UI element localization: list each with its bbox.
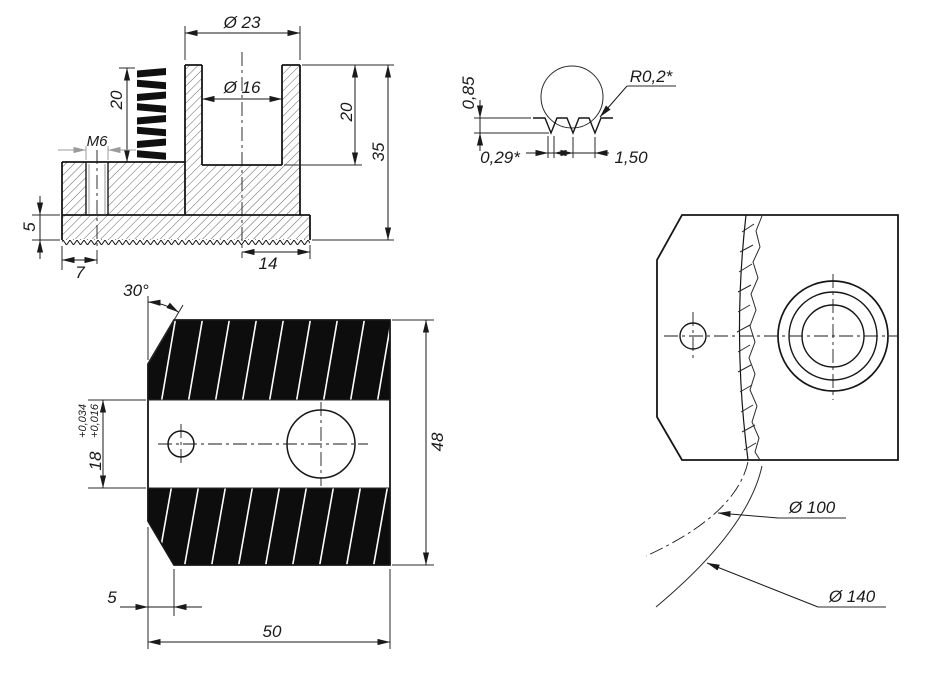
dim-overall-height: 35 bbox=[369, 142, 388, 161]
knurl-spring-section bbox=[137, 68, 166, 160]
dim-knurl-height: 20 bbox=[107, 90, 126, 110]
section-hatch-base bbox=[62, 215, 310, 239]
dim-tooth-height: 0,85 bbox=[459, 76, 478, 110]
dim-dia23: Ø 23 bbox=[223, 13, 261, 32]
side-view-outline bbox=[656, 214, 899, 461]
dim-tol-upper: +0,034 bbox=[77, 404, 89, 438]
dim-tol-lower: +0,016 bbox=[89, 403, 101, 438]
dim-chamfer-width: 5 bbox=[107, 588, 117, 607]
section-hatch-step-left bbox=[62, 162, 86, 215]
front-section-view: Ø 23 Ø 16 20 M6 20 35 5 7 bbox=[20, 13, 394, 282]
m6-threaded-hole bbox=[85, 162, 109, 215]
pitch-arc-100 bbox=[645, 461, 749, 557]
knurled-surface-rough-edge bbox=[748, 215, 763, 461]
tooth-profile-detail-view: 0,85 R0,2* 0,29* 1,50 bbox=[459, 65, 676, 167]
pitch-arc-140 bbox=[655, 465, 763, 608]
section-hatch-left-wall bbox=[185, 65, 202, 215]
dim-hole-offset: 7 bbox=[75, 263, 85, 282]
dim-dia100: Ø 100 bbox=[788, 498, 836, 517]
dim-tip-flat: 0,29* bbox=[480, 148, 521, 167]
knurled-surface-band-edge bbox=[738, 214, 749, 461]
dim-tooth-pitch: 1,50 bbox=[614, 148, 648, 167]
dim-base-height: 5 bbox=[20, 222, 39, 232]
serrated-base-edge bbox=[62, 239, 310, 245]
thread-callout-m6: M6 bbox=[87, 133, 108, 150]
dim-tip-radius: R0,2* bbox=[630, 67, 674, 86]
top-view: 30° 18 +0,034 +0,016 48 5 50 bbox=[77, 281, 447, 649]
serration-tooth-profile bbox=[533, 117, 613, 135]
dim-block-height: 48 bbox=[428, 432, 447, 451]
dim-dia16: Ø 16 bbox=[223, 78, 261, 97]
detail-boundary-circle bbox=[540, 65, 604, 129]
dim-chamfer-angle: 30° bbox=[123, 281, 149, 300]
dim-groove-width: 18 bbox=[86, 451, 105, 470]
dim-block-width: 50 bbox=[263, 622, 282, 641]
knurled-band-top bbox=[148, 320, 390, 400]
knurl-texture-ticks bbox=[736, 223, 757, 451]
dim-flange-width: 14 bbox=[259, 254, 278, 273]
dim-dia140: Ø 140 bbox=[828, 587, 876, 606]
section-hatch-right-wall bbox=[282, 65, 300, 215]
side-view: Ø 100 Ø 140 bbox=[645, 214, 899, 608]
section-hatch-step-right bbox=[108, 162, 185, 215]
dim-bore-depth: 20 bbox=[337, 102, 356, 122]
